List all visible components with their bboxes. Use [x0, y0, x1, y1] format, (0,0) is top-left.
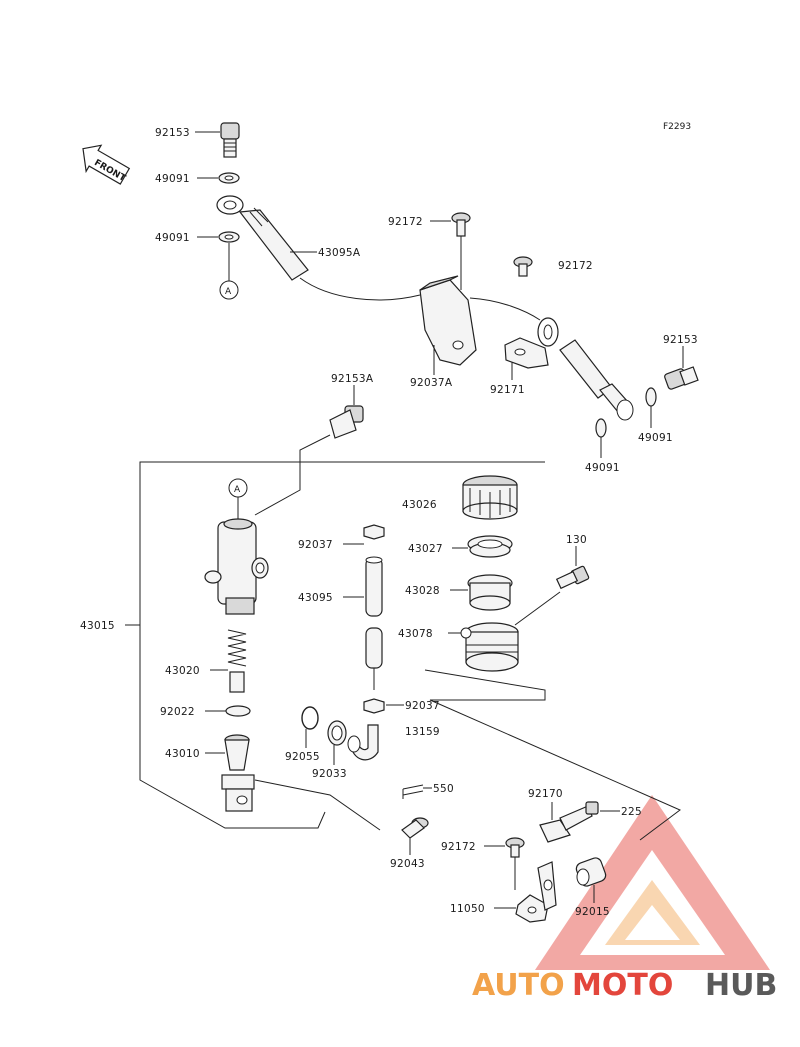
hose-43095: [365, 556, 383, 690]
label-49091-b: 49091: [155, 232, 190, 244]
label-92153A: 92153A: [331, 373, 374, 385]
label-43010: 43010: [165, 748, 200, 760]
ref-marker-a-cylinder-text: A: [234, 485, 241, 495]
cotter-pin-550: [402, 784, 424, 799]
washer-49091-d: [595, 418, 607, 438]
label-43027: 43027: [408, 543, 443, 555]
label-92171: 92171: [490, 384, 525, 396]
washer-49091-c: [645, 387, 657, 407]
banjo-bolt-92153-right: [664, 366, 699, 390]
elbow-13159: [347, 724, 379, 761]
label-49091-d: 49091: [585, 462, 620, 474]
spring-43020: [227, 629, 247, 693]
circlip-92022: [225, 705, 251, 717]
hose-fitting-right: [537, 317, 634, 421]
watermark-triangle-inner: [580, 850, 725, 955]
label-92170: 92170: [528, 788, 563, 800]
bracket-92037A: [419, 275, 477, 366]
clamp-92037-b: [363, 698, 385, 714]
label-92043: 92043: [390, 858, 425, 870]
reservoir-43078: [460, 622, 519, 672]
bolt-92172-b: [513, 256, 533, 277]
ref-marker-a-top: [219, 280, 239, 300]
label-92172-c: 92172: [441, 841, 476, 853]
label-11050: 11050: [450, 903, 485, 915]
label-43020: 43020: [165, 665, 200, 677]
label-92055: 92055: [285, 751, 320, 763]
bolt-92172-c: [505, 837, 525, 858]
label-92037A: 92037A: [410, 377, 453, 389]
watermark-moto: MOTO: [572, 968, 673, 1003]
label-92153-right: 92153: [663, 334, 698, 346]
front-arrow: FRONT: [82, 144, 131, 185]
bolt-92172-a: [451, 212, 471, 237]
label-92037-a: 92037: [298, 539, 333, 551]
label-43026: 43026: [402, 499, 437, 511]
label-225: 225: [621, 806, 642, 818]
clamp-92170: [539, 805, 593, 843]
watermark-hub: HUB: [705, 968, 777, 1003]
o-ring-92055: [301, 706, 319, 730]
watermark-triangle-center: [625, 905, 680, 940]
bracket-11050: [515, 861, 557, 923]
clamp-92171: [504, 337, 549, 369]
diaphragm-43028: [467, 574, 513, 611]
watermark-logo: [535, 795, 770, 970]
label-43095: 43095: [298, 592, 333, 604]
clamp-92037-a: [363, 524, 385, 540]
label-92022: 92022: [160, 706, 195, 718]
label-92033: 92033: [312, 768, 347, 780]
label-13159: 13159: [405, 726, 440, 738]
bolt-130: [555, 565, 590, 590]
label-550: 550: [433, 783, 454, 795]
label-49091-a: 49091: [155, 173, 190, 185]
label-92153-top: 92153: [155, 127, 190, 139]
ref-marker-a-top-text: A: [225, 287, 232, 297]
label-92172-b: 92172: [558, 260, 593, 272]
watermark-auto: AUTO: [472, 968, 565, 1003]
banjo-bolt-92153-top: [220, 122, 240, 158]
hose-43095A: [216, 195, 421, 301]
label-43078: 43078: [398, 628, 433, 640]
label-43028: 43028: [405, 585, 440, 597]
label-130: 130: [566, 534, 587, 546]
clevis-92015: [575, 857, 607, 887]
label-43015: 43015: [80, 620, 115, 632]
label-92037-b: 92037: [405, 700, 440, 712]
label-92015: 92015: [575, 906, 610, 918]
bolt-225: [585, 801, 599, 815]
drawing-code: F2293: [663, 122, 691, 132]
cap-43026: [462, 475, 518, 520]
label-92172-a: 92172: [388, 216, 423, 228]
watermark-wordmark: AUTO MOTO HUB: [472, 968, 777, 1003]
label-49091-c: 49091: [638, 432, 673, 444]
label-43095A: 43095A: [318, 247, 361, 259]
pin-92043: [401, 817, 429, 839]
banjo-bolt-92153A: [329, 405, 364, 439]
plate-43027: [467, 535, 513, 558]
master-cylinder-body: [204, 518, 269, 615]
push-rod-43010: [221, 734, 255, 812]
assembly-frame-43015: [139, 461, 545, 829]
